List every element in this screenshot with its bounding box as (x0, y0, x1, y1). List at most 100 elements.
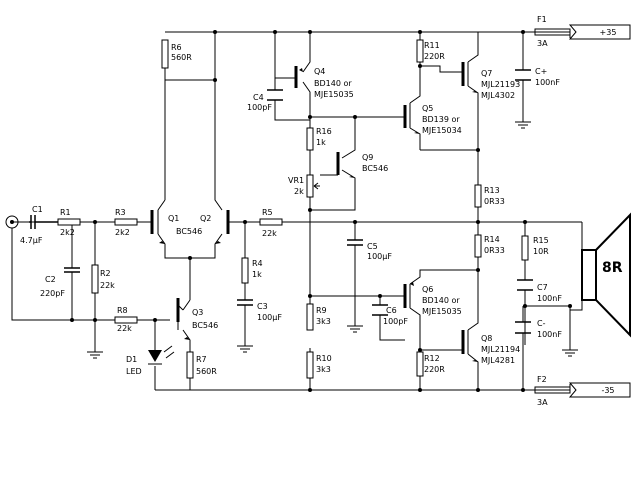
r14-value: 0R33 (484, 246, 505, 255)
c4-value: 100pF (247, 103, 272, 112)
q7-value2: MJL4302 (481, 91, 515, 100)
junctions (70, 30, 572, 392)
c3-value: 100µF (257, 313, 282, 322)
vr1-body (306, 174, 314, 198)
f1-ref: F1 (537, 15, 547, 24)
c7-value: 100nF (537, 294, 562, 303)
r1-body (57, 218, 81, 226)
r2-body (91, 264, 99, 294)
q5-ref: Q5 (422, 104, 433, 113)
r5-ref: R5 (262, 208, 273, 217)
cminus-value: 100nF (537, 330, 562, 339)
q9-ref: Q9 (362, 153, 373, 162)
r9-body (306, 303, 314, 331)
r8-ref: R8 (117, 306, 128, 315)
r2-ref: R2 (100, 269, 111, 278)
negative-rail-terminal[interactable]: -35 (568, 382, 631, 398)
speaker-label: 8R (602, 260, 623, 276)
r9-value: 3k3 (316, 317, 331, 326)
cplus-value: 100nF (535, 78, 560, 87)
r1-ref: R1 (60, 208, 71, 217)
q8-value: MJL21194 (481, 345, 520, 354)
r16-body (306, 127, 314, 151)
r15-ref: R15 (533, 236, 549, 245)
r8-value: 22k (117, 324, 132, 333)
c7-ref: C7 (537, 283, 548, 292)
grounds (87, 116, 578, 359)
r11-value: 220R (424, 52, 445, 61)
r4-value: 1k (252, 270, 262, 279)
q7-value: MJL21193 (481, 80, 520, 89)
c4-ref: C4 (253, 93, 264, 102)
q4-value2: MJE15035 (314, 90, 354, 99)
positive-rail-label: +35 (600, 28, 617, 37)
r13-ref: R13 (484, 186, 500, 195)
cminus-ref: C- (537, 319, 546, 328)
speaker: 8R (581, 212, 631, 338)
c2-value: 220pF (40, 289, 65, 298)
vr1-wiper-arrow (313, 182, 320, 190)
r14-body (474, 234, 482, 258)
transistor-arrows (159, 68, 478, 362)
capacitors (12, 69, 533, 334)
r5-value: 22k (262, 229, 277, 238)
d1-ref: D1 (126, 355, 137, 364)
q9-value: BC546 (362, 164, 388, 173)
r13-body (474, 184, 482, 208)
vr1-ref: VR1 (288, 176, 304, 185)
r6-value: 560R (171, 53, 192, 62)
r7-value: 560R (196, 367, 217, 376)
r6-ref: R6 (171, 43, 182, 52)
positive-rail-terminal[interactable]: +35 (568, 24, 631, 40)
r4-ref: R4 (252, 259, 263, 268)
fuses (534, 28, 571, 394)
labels: C1 4.7µF R1 2k2 R3 2k2 C2 220pF R2 22k R… (20, 15, 562, 407)
r3-ref: R3 (115, 208, 126, 217)
c5-ref: C5 (367, 242, 378, 251)
negative-rail-label: -35 (601, 386, 614, 395)
q4-ref: Q4 (314, 67, 325, 76)
c1-value: 4.7µF (20, 236, 43, 245)
q1-value: BC546 (176, 227, 202, 236)
q6-value2: MJE15035 (422, 307, 462, 316)
q8-value2: MJL4281 (481, 356, 515, 365)
q7-ref: Q7 (481, 69, 492, 78)
f2-ref: F2 (537, 375, 547, 384)
q1-ref: Q1 (168, 214, 179, 223)
r5-body (259, 218, 283, 226)
q2-ref: Q2 (200, 214, 211, 223)
c2-ref: C2 (45, 275, 56, 284)
r4-body (241, 257, 249, 284)
c3-ref: C3 (257, 302, 268, 311)
r16-value: 1k (316, 138, 326, 147)
r12-value: 220R (424, 365, 445, 374)
r16-ref: R16 (316, 127, 332, 136)
r2-value: 22k (100, 281, 115, 290)
r12-body (416, 351, 424, 377)
c1-ref: C1 (32, 205, 43, 214)
q8-ref: Q8 (481, 334, 492, 343)
r13-value: 0R33 (484, 197, 505, 206)
r7-ref: R7 (196, 355, 207, 364)
r12-ref: R12 (424, 354, 440, 363)
q5-value2: MJE15034 (422, 126, 462, 135)
r8-body (114, 316, 138, 324)
r7-body (186, 351, 194, 379)
r3-value: 2k2 (115, 228, 130, 237)
r6-body (161, 39, 169, 69)
r1-value: 2k2 (60, 228, 75, 237)
led-d1 (148, 345, 175, 365)
q6-value: BD140 or (422, 296, 460, 305)
r10-ref: R10 (316, 354, 332, 363)
r15-body (521, 235, 529, 261)
r3-body (114, 218, 138, 226)
d1-value: LED (126, 367, 142, 376)
r9-ref: R9 (316, 306, 327, 315)
q4-value: BD140 or (314, 79, 352, 88)
transistors (150, 62, 465, 354)
r10-body (306, 351, 314, 379)
vr1-value: 2k (294, 187, 304, 196)
cplus-ref: C+ (535, 67, 547, 76)
c6-ref: C6 (386, 306, 397, 315)
